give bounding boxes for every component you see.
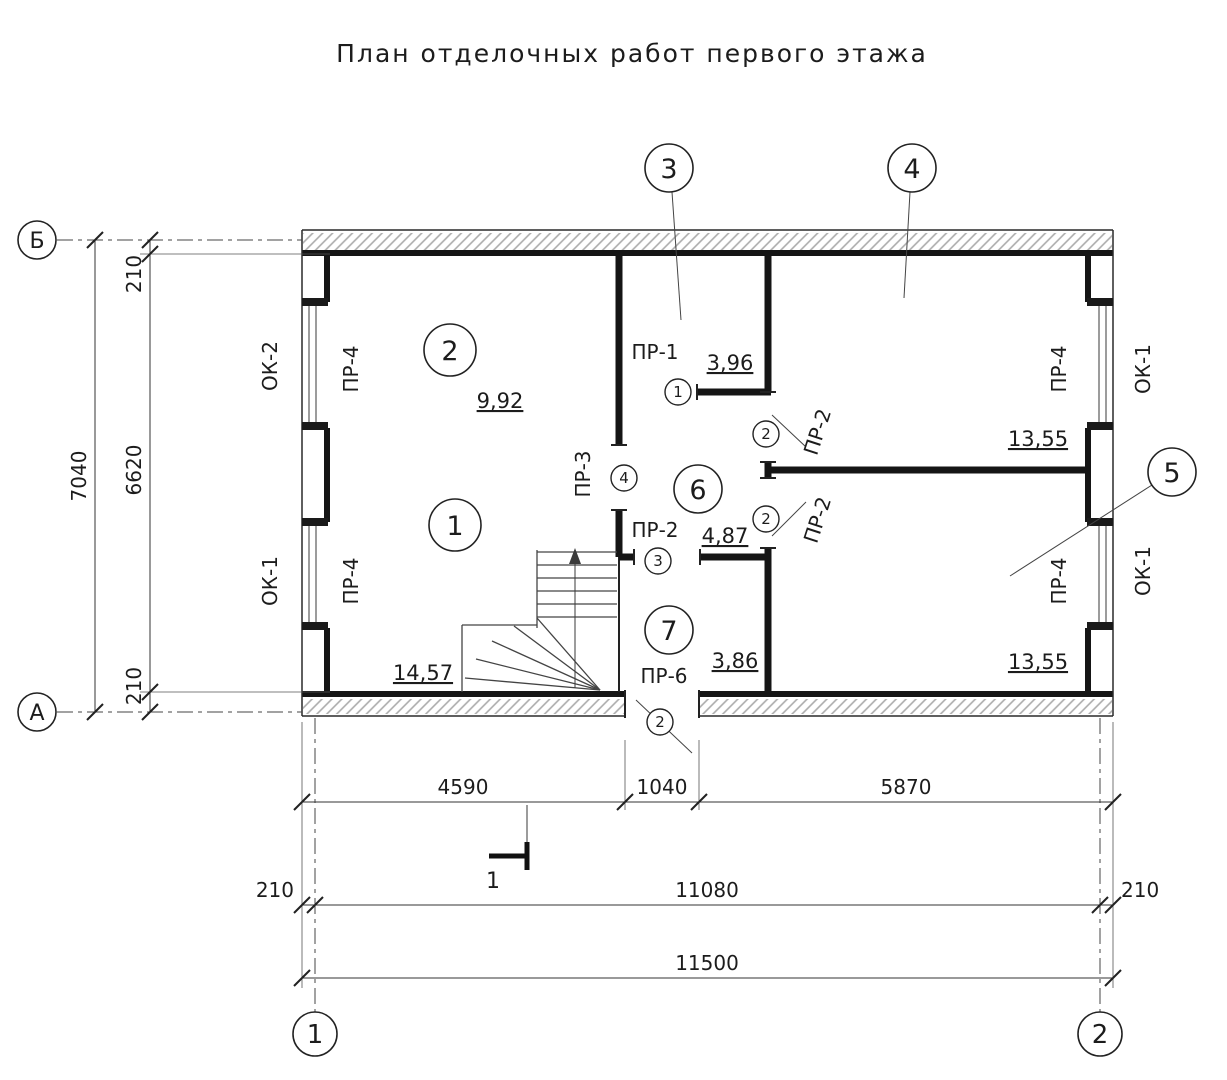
dim-value: 11080 <box>675 878 739 902</box>
window-sill-block <box>1087 518 1113 526</box>
room-callout-circle <box>887 143 937 193</box>
door-mark: 2 <box>761 510 771 528</box>
window-sill-block <box>1087 422 1113 430</box>
window-sill-block <box>1087 298 1113 306</box>
door-mark: 2 <box>761 425 771 443</box>
room-area: 3,96 <box>707 351 754 375</box>
top-wall-hatch <box>303 233 1112 250</box>
dim-value: 11500 <box>675 951 739 975</box>
room-area: 3,86 <box>712 649 759 673</box>
door-label: ПР-6 <box>640 664 687 688</box>
windows <box>302 298 1113 630</box>
room-number: 3 <box>660 154 677 185</box>
room-area: 14,57 <box>393 661 453 685</box>
room-number: 7 <box>660 616 677 647</box>
room-number: 6 <box>689 475 706 506</box>
axis-label: А <box>29 701 44 726</box>
bottom-wall-hatch-left <box>303 699 624 714</box>
room-area: 4,87 <box>702 524 749 548</box>
dim-value: 210 <box>122 255 146 293</box>
room-callout-circle <box>423 323 477 377</box>
window-sill-block <box>302 622 328 630</box>
dim-value: 7040 <box>67 451 91 502</box>
room-area: 13,55 <box>1008 427 1068 451</box>
opening-labels: ПР-1 ПР-2 ПР-6 ПР-3 ПР-4 ПР-4 ПР-4 ПР-4 … <box>258 340 1155 754</box>
lintel-label: ПР-4 <box>339 557 363 604</box>
room-callout-circle <box>428 498 482 552</box>
dim-value: 210 <box>1121 878 1159 902</box>
window-label: ОК-1 <box>258 556 282 606</box>
room-callouts: 2 9,92 1 14,57 3 3,96 4 13,55 5 13,55 6 … <box>393 143 1197 685</box>
door-mark: 1 <box>673 383 683 401</box>
door-label: ПР-3 <box>571 450 595 497</box>
stair-arrow-head <box>569 548 581 564</box>
window-sill-block <box>302 518 328 526</box>
door-mark: 2 <box>655 713 665 731</box>
axis-bubble <box>1077 1011 1123 1057</box>
lintel-label: ПР-4 <box>1047 345 1071 392</box>
room-callout-circle <box>673 464 723 514</box>
exterior-walls <box>301 229 1114 718</box>
dim-value: 210 <box>256 878 294 902</box>
staircase <box>461 548 617 692</box>
room-callout-circle <box>644 143 694 193</box>
dim-value: 5870 <box>881 775 932 799</box>
window-label: ОК-2 <box>258 341 282 391</box>
axis-label: 1 <box>307 1020 324 1050</box>
axis-bubble <box>292 1011 338 1057</box>
room-area: 13,55 <box>1008 650 1068 674</box>
window-label: ОК-1 <box>1131 344 1155 394</box>
window-sill-block <box>302 422 328 430</box>
room-callout-circle <box>644 605 694 655</box>
bottom-wall-hatch-right <box>700 699 1112 714</box>
room-number: 2 <box>441 336 458 367</box>
window-sill-block <box>1087 622 1113 630</box>
lintel-label: ПР-4 <box>339 345 363 392</box>
interior-walls <box>611 253 1088 694</box>
section-mark: 1 <box>486 805 530 894</box>
door-mark: 3 <box>653 552 663 570</box>
dimension-lines: 7040 210 6620 210 4590 1040 5870 210 110… <box>67 231 1159 988</box>
room-number: 4 <box>903 154 920 185</box>
room-area: 9,92 <box>477 389 524 413</box>
window-sill-block <box>302 298 328 306</box>
drawing-title: План отделочных работ первого этажа <box>336 39 928 68</box>
axis-grid: Б А 1 2 <box>17 220 1123 1057</box>
axis-bubble <box>17 220 57 260</box>
axis-label: 2 <box>1092 1020 1109 1050</box>
dim-value: 210 <box>122 667 146 705</box>
door-label: ПР-1 <box>631 340 678 364</box>
section-label: 1 <box>486 869 500 894</box>
room-callout-circle <box>1147 447 1197 497</box>
door-mark: 4 <box>619 469 629 487</box>
door-label: ПР-2 <box>631 518 678 542</box>
dim-value: 6620 <box>122 445 146 496</box>
door-number-marks: 1 2 2 3 4 2 <box>610 378 780 736</box>
room-number: 1 <box>446 511 463 542</box>
axis-bubble <box>17 692 57 732</box>
dim-value: 1040 <box>637 775 688 799</box>
axis-label: Б <box>29 229 44 254</box>
lintel-label: ПР-4 <box>1047 557 1071 604</box>
dim-value: 4590 <box>438 775 489 799</box>
window-label: ОК-1 <box>1131 546 1155 596</box>
room-number: 5 <box>1163 458 1180 489</box>
